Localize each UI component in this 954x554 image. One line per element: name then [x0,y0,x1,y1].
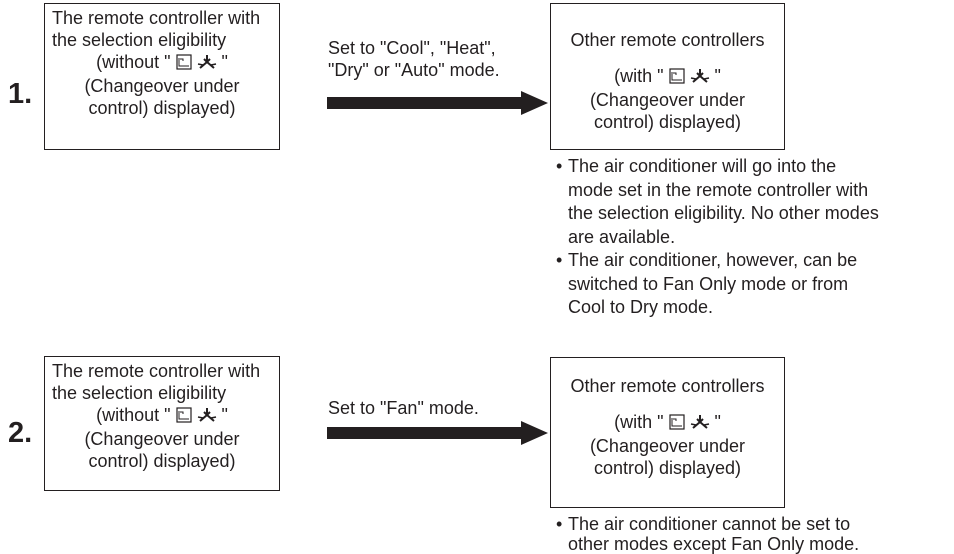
notes-list-1: • The air conditioner will go into the m… [556,155,879,320]
box-line: control) displayed) [593,112,742,132]
box-line: control) displayed) [593,458,742,478]
note-line: are available. [568,226,676,247]
box-line: control) displayed) [88,451,236,471]
box-line: (Changeover under [589,436,746,456]
arrow-label-line: Set to "Cool", "Heat", [328,38,496,58]
changeover-panel-icon [175,53,192,75]
note-line: the selection eligibility. No other mode… [568,203,879,223]
step-number-2: 2. [8,417,33,449]
note-line: The air conditioner, however, can be [568,250,858,270]
box-line: (Changeover under [84,76,240,96]
box-line: The remote controller with [52,8,261,28]
fan-burst-icon [690,67,710,89]
note-line: Cool to Dry mode. [568,297,714,317]
box-line: Other remote controllers [570,376,765,396]
with-prefix-text: (with " [614,412,669,432]
fan-burst-icon [197,406,217,428]
with-prefix-text: (with " [614,66,669,86]
note-item: • The air conditioner will go into the m… [556,155,879,249]
bullet-dot: • [556,514,563,534]
selection-eligible-controller-box-1: The remote controller with the selection… [44,3,280,150]
box-line-with-icons: (with " " [551,65,784,89]
box-line: (Changeover under [84,429,240,449]
note-item: • The air conditioner, however, can be s… [556,249,879,320]
box-line: the selection eligibility [52,30,227,50]
other-controllers-box-2: Other remote controllers (with " " (Chan… [550,357,785,508]
bullet-dot: • [556,156,563,176]
box-line: control) displayed) [88,98,236,118]
without-suffix-text: " [216,405,228,425]
note-line: switched to Fan Only mode or from [568,273,849,294]
right-arrow-1 [327,91,548,115]
notes-list-2: • The air conditioner cannot be set to o… [556,514,859,554]
box-line-with-icons: (with " " [551,411,784,435]
box-line: (Changeover under [589,90,746,110]
step-number-1: 1. [8,78,33,110]
other-controllers-box-1: Other remote controllers (with " " (Chan… [550,3,785,150]
selection-eligible-controller-box-2: The remote controller with the selection… [44,356,280,491]
box-line: the selection eligibility [52,383,227,403]
bullet-dot: • [556,250,563,270]
note-line: The air conditioner will go into the [568,156,837,176]
fan-burst-icon [197,53,217,75]
box-line: Other remote controllers [570,30,765,50]
box-line-with-icons: (without " " [45,404,279,428]
changeover-panel-icon [175,406,192,428]
right-arrow-2 [327,421,548,445]
note-line: other modes except Fan Only mode. [568,534,860,554]
without-prefix-text: (without " [96,405,176,425]
with-suffix-text: " [709,412,721,432]
without-prefix-text: (without " [96,52,176,72]
arrow-label-2: Set to "Fan" mode. [328,397,479,419]
without-suffix-text: " [216,52,228,72]
note-item: • The air conditioner cannot be set to o… [556,514,859,554]
fan-burst-icon [690,413,710,435]
note-line: mode set in the remote controller with [568,179,869,200]
box-line: The remote controller with [52,361,261,381]
changeover-panel-icon [668,67,685,89]
arrow-label-line: "Dry" or "Auto" mode. [328,60,500,80]
changeover-panel-icon [668,413,685,435]
box-line-with-icons: (without " " [45,51,279,75]
arrow-label-1: Set to "Cool", "Heat", "Dry" or "Auto" m… [328,37,500,81]
arrow-label-line: Set to "Fan" mode. [328,398,479,418]
with-suffix-text: " [709,66,721,86]
note-line: The air conditioner cannot be set to [568,514,851,534]
